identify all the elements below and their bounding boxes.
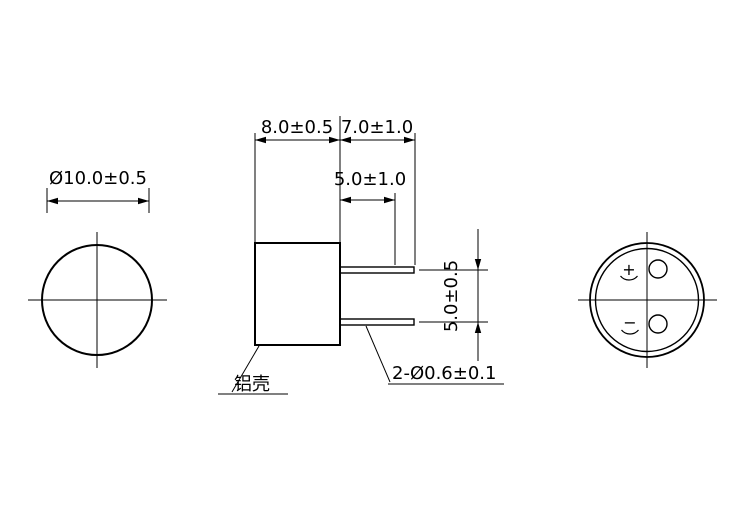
leader-line xyxy=(365,325,391,383)
pin-length-dimension-label: 7.0±1.0 xyxy=(341,117,413,138)
arrowhead-right xyxy=(329,136,340,144)
arrowhead-right xyxy=(384,196,395,204)
positive-polarity-mark: + xyxy=(622,260,635,279)
arrowhead-right xyxy=(404,136,415,144)
pin-inner-dimension: 5.0±1.0 xyxy=(334,169,406,265)
arrowhead-left xyxy=(340,196,351,204)
front-view xyxy=(28,232,167,368)
pin-spacing-dimension: 5.0±0.5 xyxy=(419,229,488,361)
lower-pin xyxy=(339,318,415,326)
negative-pin-hole xyxy=(648,314,668,334)
front-diameter-dimension: Ø10.0±0.5 xyxy=(46,168,150,213)
negative-mark-arc xyxy=(621,329,639,335)
pin-diameter-leader: 2-Ø0.6±0.1 xyxy=(365,325,504,385)
arrowhead-right xyxy=(138,197,149,205)
pin-inner-dimension-label: 5.0±1.0 xyxy=(334,169,406,190)
body-width-dimension-label: 8.0±0.5 xyxy=(261,117,333,138)
arrowhead-up xyxy=(474,322,482,333)
pin-diameter-dimension-label: 2-Ø0.6±0.1 xyxy=(392,363,496,384)
arrowhead-left xyxy=(255,136,266,144)
rear-view: + − xyxy=(578,232,717,368)
body-outline xyxy=(254,242,341,346)
leader-line xyxy=(231,345,260,393)
arrowhead-left xyxy=(340,136,351,144)
top-chain-dimension: 8.0±0.5 7.0±1.0 xyxy=(254,116,416,265)
arrowhead-left xyxy=(47,197,58,205)
negative-polarity-mark: − xyxy=(623,313,636,332)
positive-pin-hole xyxy=(648,259,668,279)
arrowhead-down xyxy=(474,259,482,270)
upper-pin xyxy=(339,266,415,274)
positive-mark-arc xyxy=(620,275,638,281)
shell-label-leader: 铝壳 xyxy=(218,345,288,395)
side-view xyxy=(254,242,415,346)
pin-spacing-dimension-label: 5.0±0.5 xyxy=(441,260,462,332)
shell-material-label: 铝壳 xyxy=(234,374,270,395)
diameter-dimension-label: Ø10.0±0.5 xyxy=(49,168,147,189)
